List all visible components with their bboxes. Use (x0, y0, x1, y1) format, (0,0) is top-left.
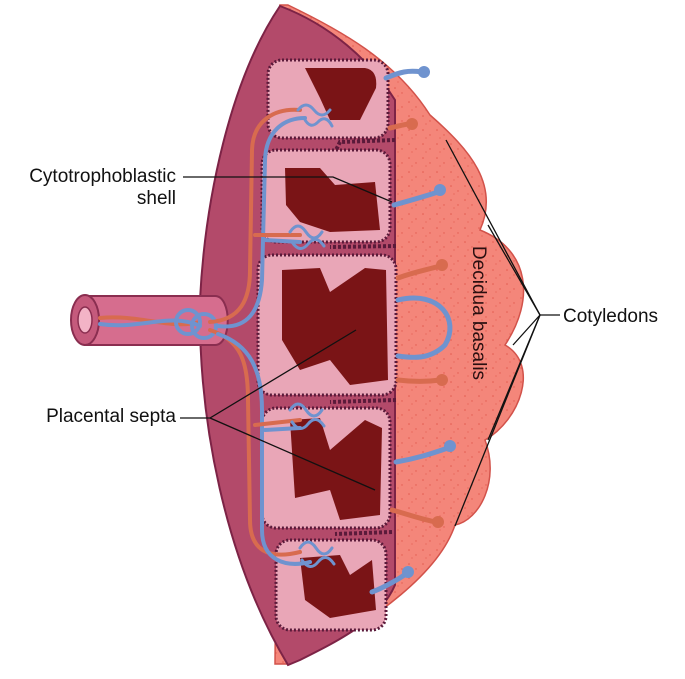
placental-septa (329, 138, 397, 536)
label-cytotrophoblastic-shell-line1: Cytotrophoblastic (29, 166, 176, 187)
leader-line-placental-septa-2 (209, 417, 376, 491)
leader-line-cotyledons-2 (487, 224, 541, 316)
leader-line-cotyledons-3 (512, 314, 541, 346)
leader-line-cytotrophoblastic-shell (183, 176, 393, 203)
label-cytotrophoblastic-shell: Cytotrophoblastic shell (29, 166, 176, 210)
maternal-vessels (369, 66, 456, 595)
label-cytotrophoblastic-shell-line2: shell (136, 188, 176, 209)
label-decidua-basalis: Decidua basalis (468, 245, 489, 381)
chorionic-vessels (208, 107, 312, 566)
leader-lines (180, 139, 560, 527)
villous-trees (282, 68, 388, 618)
label-cotyledons: Cotyledons (563, 306, 659, 327)
umbilical-vessels (98, 308, 218, 340)
label-placental-septa: Placental septa (46, 406, 176, 427)
leader-line-cotyledons-5 (454, 314, 541, 527)
capillary-tufts (288, 103, 336, 568)
